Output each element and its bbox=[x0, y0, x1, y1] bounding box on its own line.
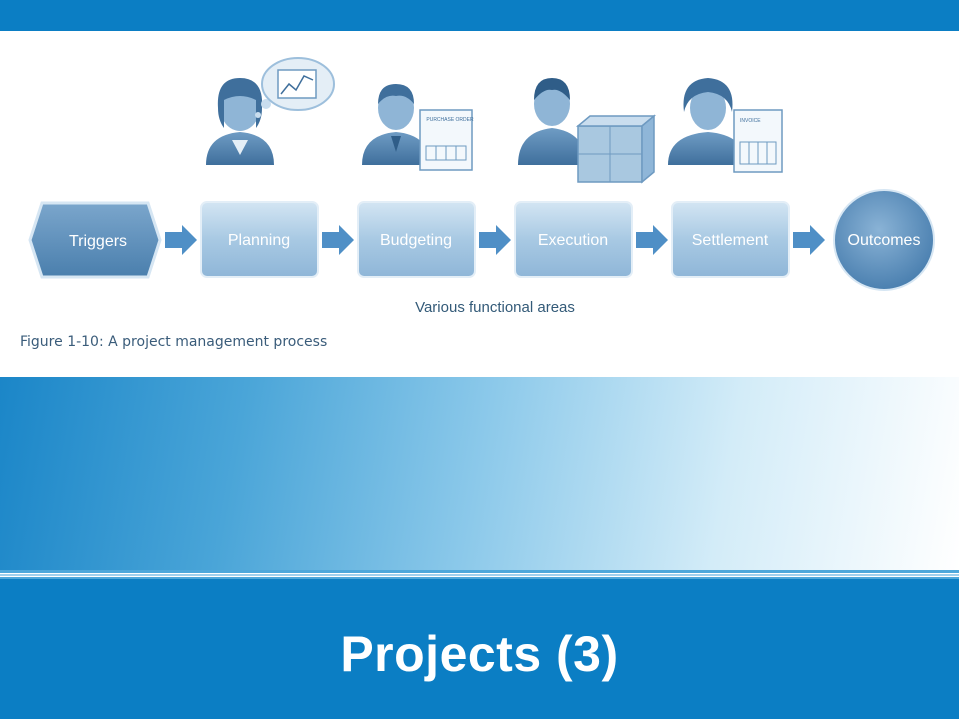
node-triggers: Triggers bbox=[28, 201, 162, 279]
node-outcomes: Outcomes bbox=[833, 189, 935, 291]
person-with-purchase-order-icon: PURCHASE ORDER bbox=[362, 84, 474, 171]
figure-area bbox=[0, 31, 959, 377]
top-header-band bbox=[0, 0, 959, 31]
node-planning-label: Planning bbox=[228, 232, 290, 249]
node-budgeting: Budgeting bbox=[357, 201, 476, 278]
node-execution: Execution bbox=[514, 201, 633, 278]
flow-arrow-4 bbox=[636, 225, 668, 255]
node-execution-label: Execution bbox=[538, 232, 608, 249]
title-band bbox=[0, 579, 959, 719]
flow-arrow-2 bbox=[322, 225, 354, 255]
divider-line bbox=[0, 574, 959, 576]
node-triggers-label: Triggers bbox=[69, 233, 127, 250]
divider-line bbox=[0, 577, 959, 579]
node-settlement: Settlement bbox=[671, 201, 790, 278]
invoice-doc-label: INVOICE bbox=[740, 118, 761, 124]
process-diagram: Triggers Planning Budgeting Execution Se bbox=[20, 57, 935, 350]
slide-title: Projects (3) bbox=[340, 626, 619, 682]
person-with-chart-thought-icon bbox=[206, 57, 335, 165]
divider-line bbox=[0, 570, 959, 573]
node-settlement-label: Settlement bbox=[692, 232, 769, 249]
functional-areas-label: Various functional areas bbox=[415, 299, 575, 316]
node-outcomes-label: Outcomes bbox=[848, 232, 921, 249]
node-planning: Planning bbox=[200, 201, 319, 278]
node-budgeting-label: Budgeting bbox=[380, 232, 452, 249]
figure-caption: Figure 1-10: A project management proces… bbox=[20, 334, 327, 350]
person-with-invoice-icon: INVOICE bbox=[668, 78, 783, 173]
person-with-boxes-icon bbox=[518, 78, 657, 184]
purchase-order-doc-label: PURCHASE ORDER bbox=[426, 117, 474, 123]
flow-arrow-3 bbox=[479, 225, 511, 255]
flow-arrow-5 bbox=[793, 225, 825, 255]
flow-arrow-1 bbox=[165, 225, 197, 255]
gradient-band bbox=[0, 377, 959, 570]
